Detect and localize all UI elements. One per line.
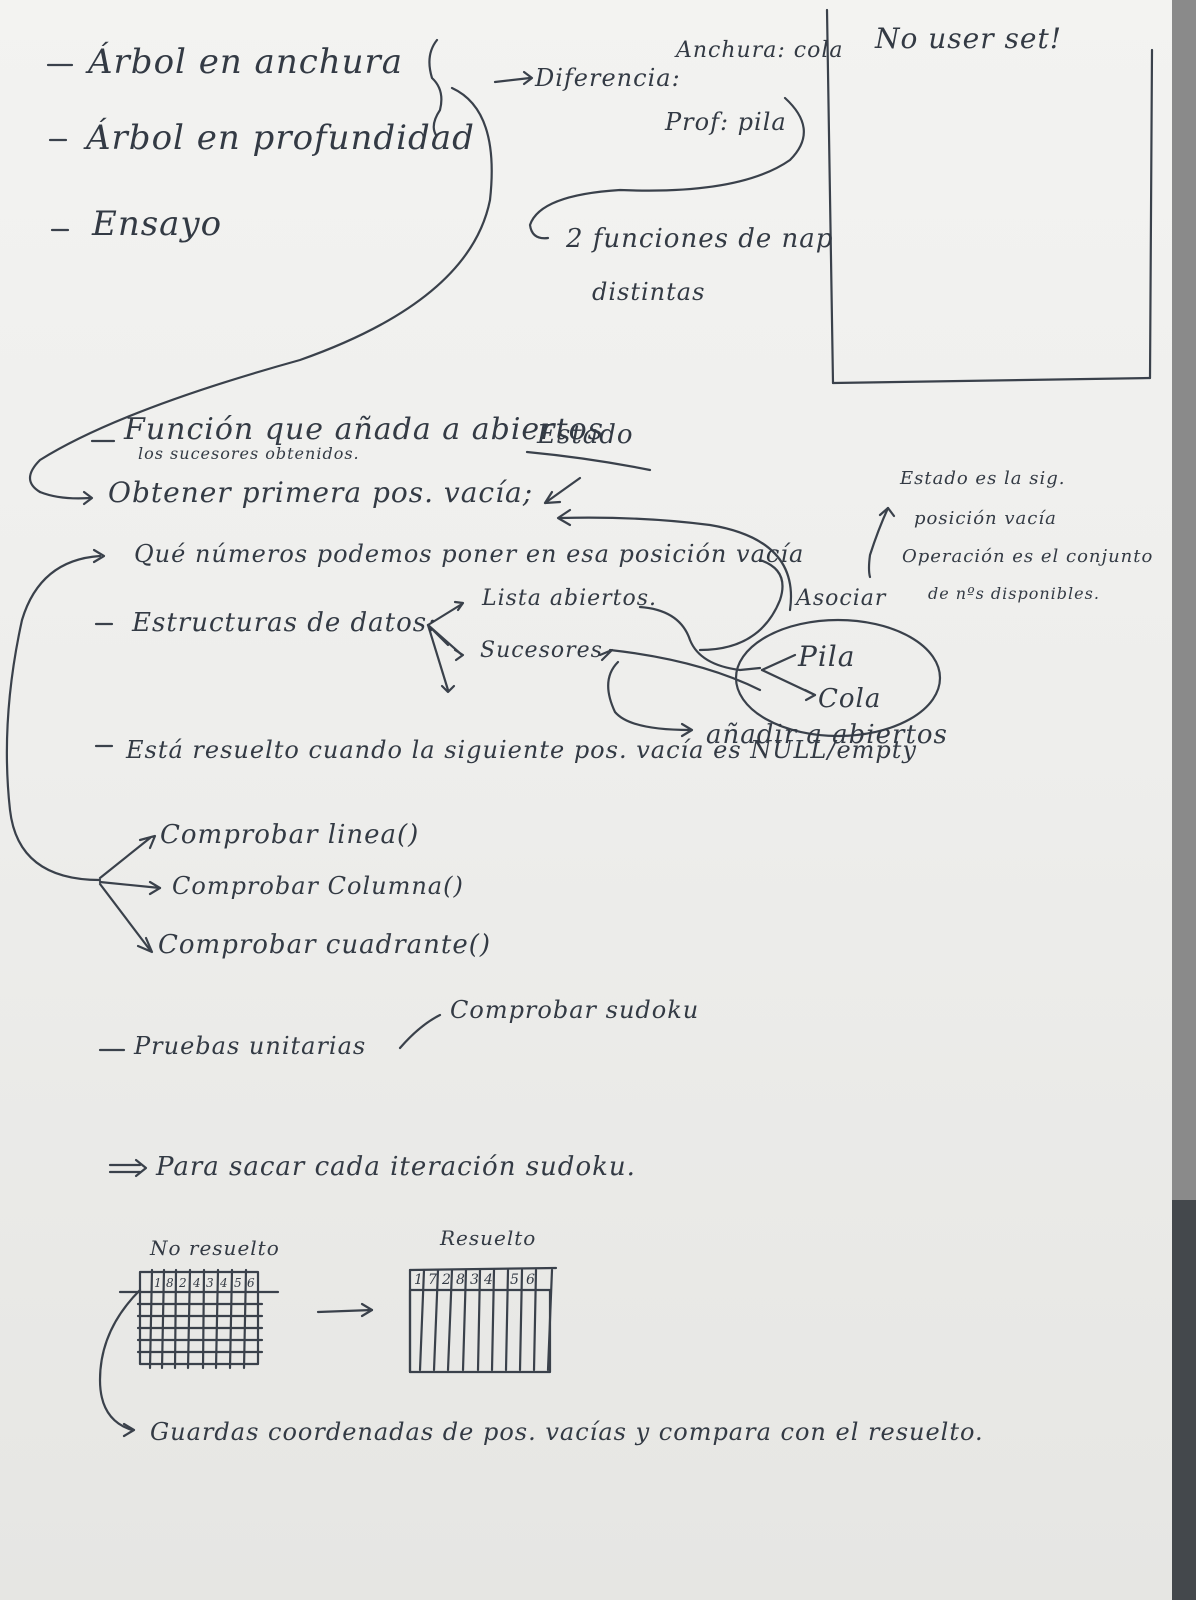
grid-right-h4: 3 [470,1272,480,1288]
grid-right-h6: 5 [510,1272,520,1288]
asociar-to-obtener-arrow [558,516,793,612]
note-guardar-coordenadas: Guardas coordenadas de pos. vacías y com… [150,1418,984,1446]
notebook-page: Árbol en anchura Árbol en profundidad En… [0,0,1172,1600]
note-funciones: 2 funciones de nap [566,224,834,254]
grid-left-h3: 4 [193,1276,201,1290]
note-anchura-cola: Anchura: cola [676,38,844,63]
note-estructuras: Estructuras de datos: [132,608,437,638]
grid-left-h0: 1 [154,1276,162,1290]
note-estado-sig-1: Estado es la sig. [900,468,1066,489]
note-arbol-anchura: Árbol en anchura [88,42,404,82]
grid-right-h5: 4 [484,1272,494,1288]
note-diferencia: Diferencia: [535,64,681,92]
label-resuelto: Resuelto [440,1226,537,1250]
note-funcion-sub: los sucesores obtenidos. [138,444,360,463]
note-ensayo: Ensayo [92,204,223,244]
curve-to-obtener [28,86,493,494]
note-numeros: Qué números podemos poner en esa posició… [134,540,805,568]
grid-right-h7: 6 [526,1272,536,1288]
label-no-resuelto: No resuelto [150,1236,280,1260]
note-comprobar-columna: Comprobar Columna() [172,872,464,900]
box-bottom-edge [831,376,1152,385]
note-estado-sig-2: posición vacía [914,508,1057,529]
grid-right-h2: 2 [442,1272,452,1288]
note-resuelto-cuando: Está resuelto cuando la siguiente pos. v… [126,736,917,764]
grid-left-h5: 4 [220,1276,228,1290]
note-comprobar-linea: Comprobar linea() [160,820,420,850]
note-lista-abiertos: Lista abiertos. [482,586,658,611]
box-left-edge [825,8,835,385]
grid-right-h0: 1 [414,1272,424,1288]
grid-left-h7: 6 [247,1276,255,1290]
note-operacion-2: de nºs disponibles. [928,584,1100,603]
bracket-line [428,38,443,137]
note-pruebas-unitarias: Pruebas unitarias [134,1032,367,1060]
background-edge [1172,1200,1196,1600]
note-cola: Cola [818,684,882,714]
note-funcion: Función que añada a abiertos [124,412,605,447]
grid-left-h1: 8 [166,1276,174,1290]
box-right-edge [1148,48,1154,380]
note-arbol-profundidad: Árbol en profundidad [86,118,475,158]
note-distintas: distintas [592,278,706,306]
note-no-user-set: No user set! [875,22,1062,55]
estado-underline [525,450,652,472]
curve-to-funciones [528,96,805,240]
note-estado: Estado [537,420,634,450]
grid-right-h1: 7 [428,1272,438,1288]
note-prof-pila: Prof: pila [665,108,787,136]
note-anadir-abiertos: añadir a abiertos [706,720,948,750]
note-comprobar-sudoku: Comprobar sudoku [450,996,700,1024]
grid-right-h3: 8 [456,1272,466,1288]
note-sucesores: Sucesores [480,638,603,663]
note-pila: Pila [798,640,856,673]
note-asociar: Asociar [796,586,887,611]
loop-to-numeros [5,554,102,882]
pila-cola-ellipse [734,618,942,738]
ink-drawings [5,8,1154,1438]
note-comprobar-cuadrante: Comprobar cuadrante() [158,930,492,960]
note-obtener: Obtener primera pos. vacía; [108,476,534,509]
grid-left-h4: 3 [206,1276,214,1290]
grid-left-frame [138,1270,260,1366]
note-operacion-1: Operación es el conjunto [902,546,1154,567]
grid-left-h2: 2 [179,1276,187,1290]
note-para-sacar: Para sacar cada iteración sudoku. [156,1152,636,1182]
grid-left-h6: 5 [234,1276,242,1290]
